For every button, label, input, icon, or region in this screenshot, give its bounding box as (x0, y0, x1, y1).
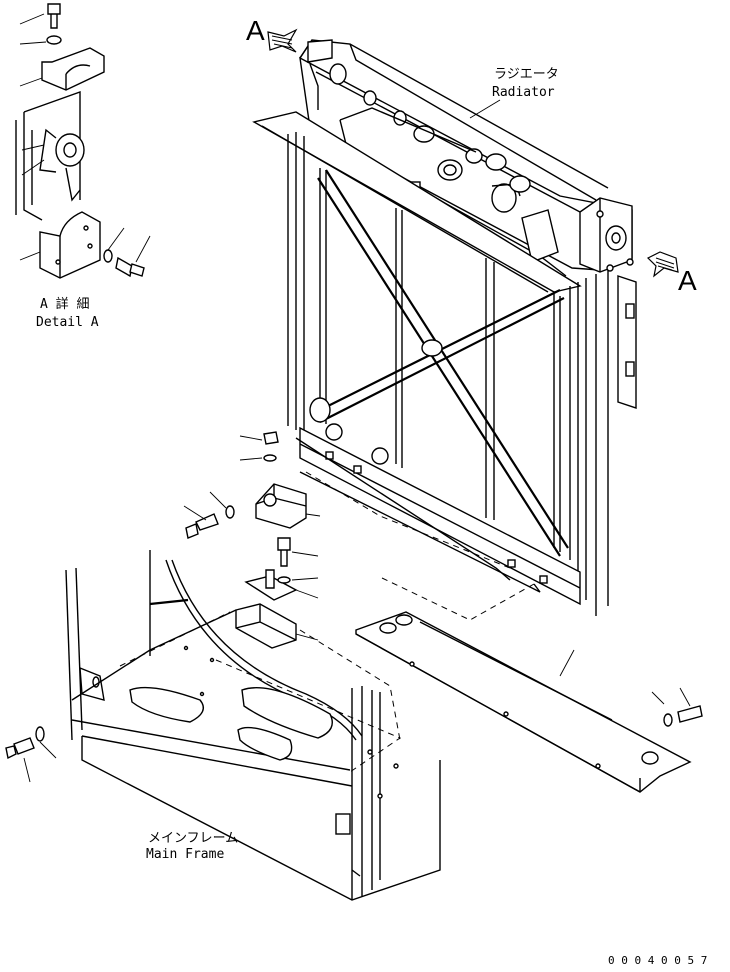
view-arrow-left-label: A (246, 15, 265, 46)
cover-plate-drawing (355, 611, 703, 793)
detail-a-drawing (15, 3, 151, 279)
view-arrow-right (646, 251, 679, 278)
detail-label-jp: A 詳 細 (40, 296, 89, 312)
frame-label-jp: メインフレーム (148, 831, 238, 846)
main-frame-drawing (5, 550, 441, 901)
view-arrow-right-label: A (678, 265, 697, 296)
mount-parts-drawing (183, 431, 321, 649)
radiator-label-jp: ラジエータ (494, 67, 559, 82)
shroud-outline (299, 471, 541, 621)
view-arrow-left (267, 28, 298, 53)
radiator-drawing (252, 39, 637, 616)
drawing-number: 0 0 0 4 0 0 5 7 (608, 954, 707, 967)
frame-label-en: Main Frame (146, 847, 224, 862)
radiator-label-en: Radiator (492, 85, 555, 100)
detail-label-en: Detail A (36, 315, 99, 330)
